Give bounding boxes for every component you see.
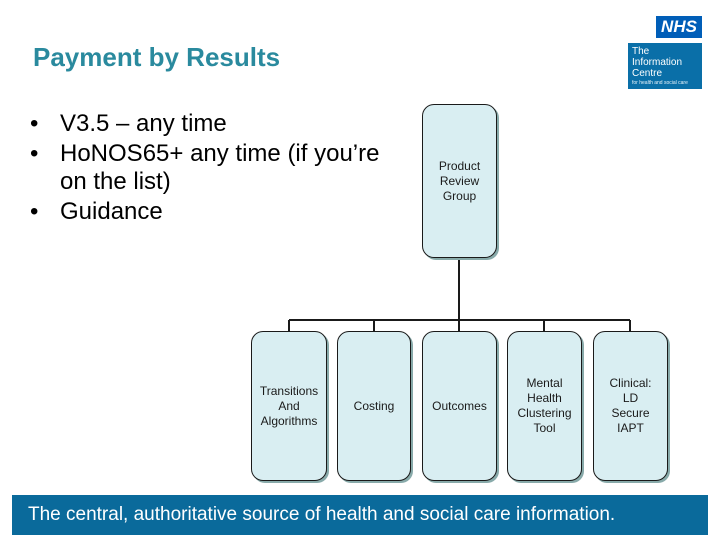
bullet-text: V3.5 – any time — [60, 110, 227, 137]
bullet-item: • HoNOS65+ any time (if you’re on the lis… — [30, 140, 390, 196]
bullet-item: • V3.5 – any time — [30, 110, 390, 138]
org-node-outcomes: Outcomes — [422, 331, 497, 481]
slide-title: Payment by Results — [33, 42, 281, 72]
bullet-marker: • — [30, 110, 39, 137]
bullet-list: • V3.5 – any time • HoNOS65+ any time (if … — [30, 110, 390, 228]
nhs-logo: NHS — [656, 16, 702, 38]
nhs-information-centre-logo: NHS The Information Centre for health an… — [628, 16, 702, 92]
org-node-transitions: Transitions And Algorithms — [251, 331, 327, 481]
bullet-item: • Guidance — [30, 198, 390, 226]
footer-banner: The central, authoritative source of hea… — [12, 495, 708, 535]
logo-line: The — [632, 46, 650, 57]
bullet-text: HoNOS65+ any time (if you’re on the list… — [60, 140, 380, 195]
information-centre-logo: The Information Centre for health and so… — [628, 43, 702, 89]
org-node-product-review-group: Product Review Group — [422, 104, 497, 258]
org-node-clinical: Clinical: LD Secure IAPT — [593, 331, 668, 481]
logo-line: Centre — [632, 68, 663, 79]
bullet-marker: • — [30, 198, 39, 225]
bullet-marker: • — [30, 140, 39, 167]
bullet-text: Guidance — [60, 198, 163, 225]
logo-tagline: for health and social care — [632, 80, 688, 86]
org-node-mental-health-clustering-tool: Mental Health Clustering Tool — [507, 331, 582, 481]
org-node-costing: Costing — [337, 331, 411, 481]
logo-line: Information — [632, 57, 683, 68]
